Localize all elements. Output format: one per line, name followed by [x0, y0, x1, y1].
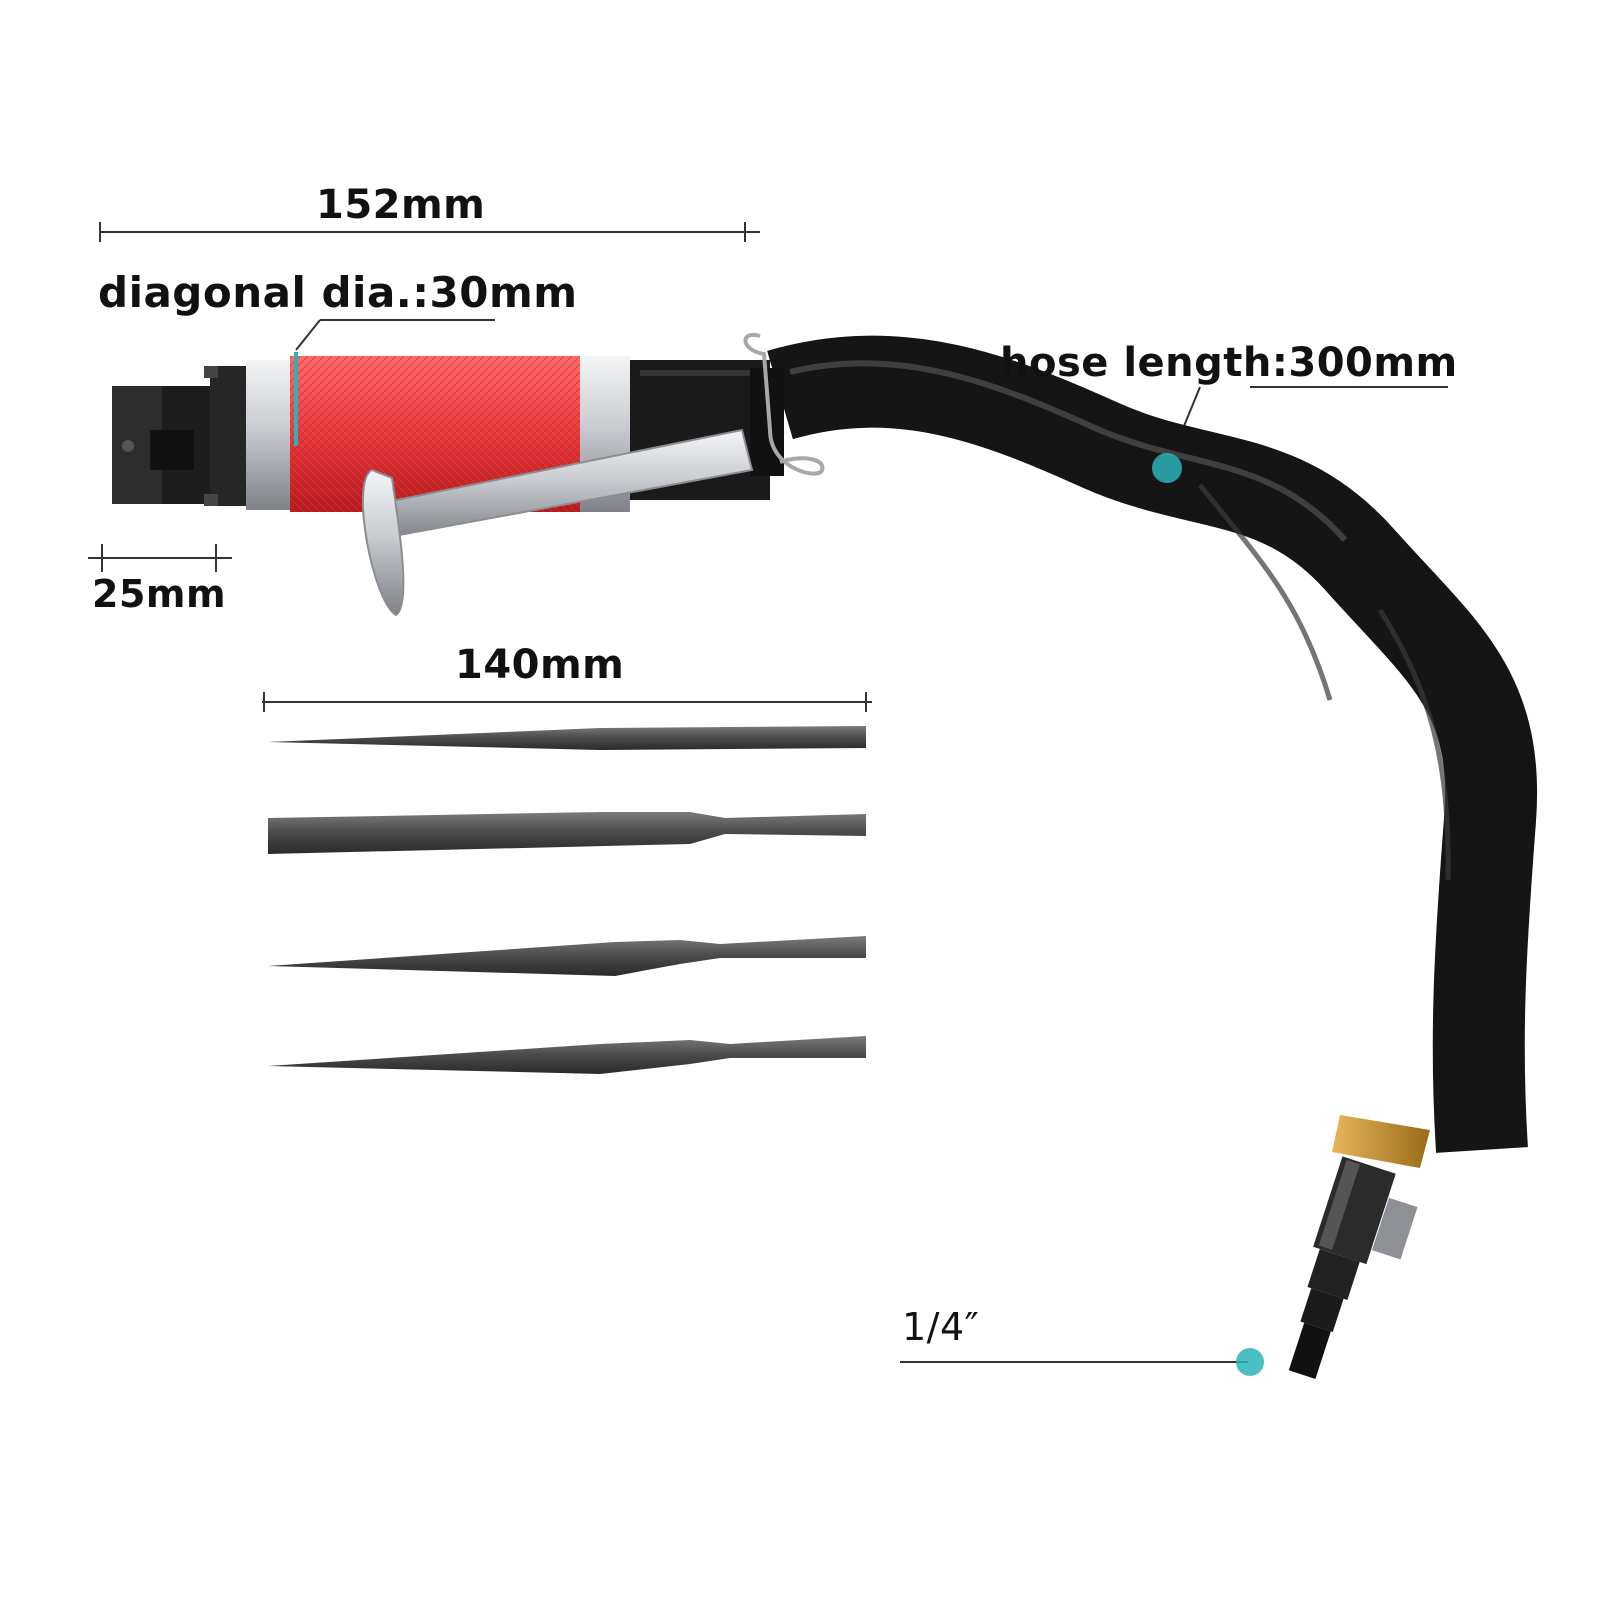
- fitting-size-label: 1/4″: [902, 1305, 980, 1349]
- file-round-1: [268, 726, 866, 750]
- air-hose: [767, 335, 1538, 1153]
- diagonal-leader: [295, 319, 495, 351]
- file-round-2: [268, 936, 866, 976]
- dimension-line-file: [262, 692, 872, 712]
- hose-marker: [1152, 453, 1182, 483]
- air-fitting: [1288, 1115, 1430, 1379]
- head-width-label: 25mm: [92, 572, 227, 616]
- dimension-line-overall: [99, 222, 760, 242]
- file-length-label: 140mm: [455, 642, 625, 688]
- fitting-marker: [1236, 1348, 1264, 1376]
- overall-length-label: 152mm: [316, 182, 486, 228]
- dimension-line-head: [88, 544, 232, 572]
- file-flat: [268, 812, 866, 854]
- file-round-3: [268, 1036, 866, 1074]
- diagonal-diameter-label: diagonal dia.:30mm: [98, 268, 578, 317]
- hose-length-label: hose length:300mm: [1000, 340, 1458, 386]
- air-saw-tool: [112, 332, 825, 617]
